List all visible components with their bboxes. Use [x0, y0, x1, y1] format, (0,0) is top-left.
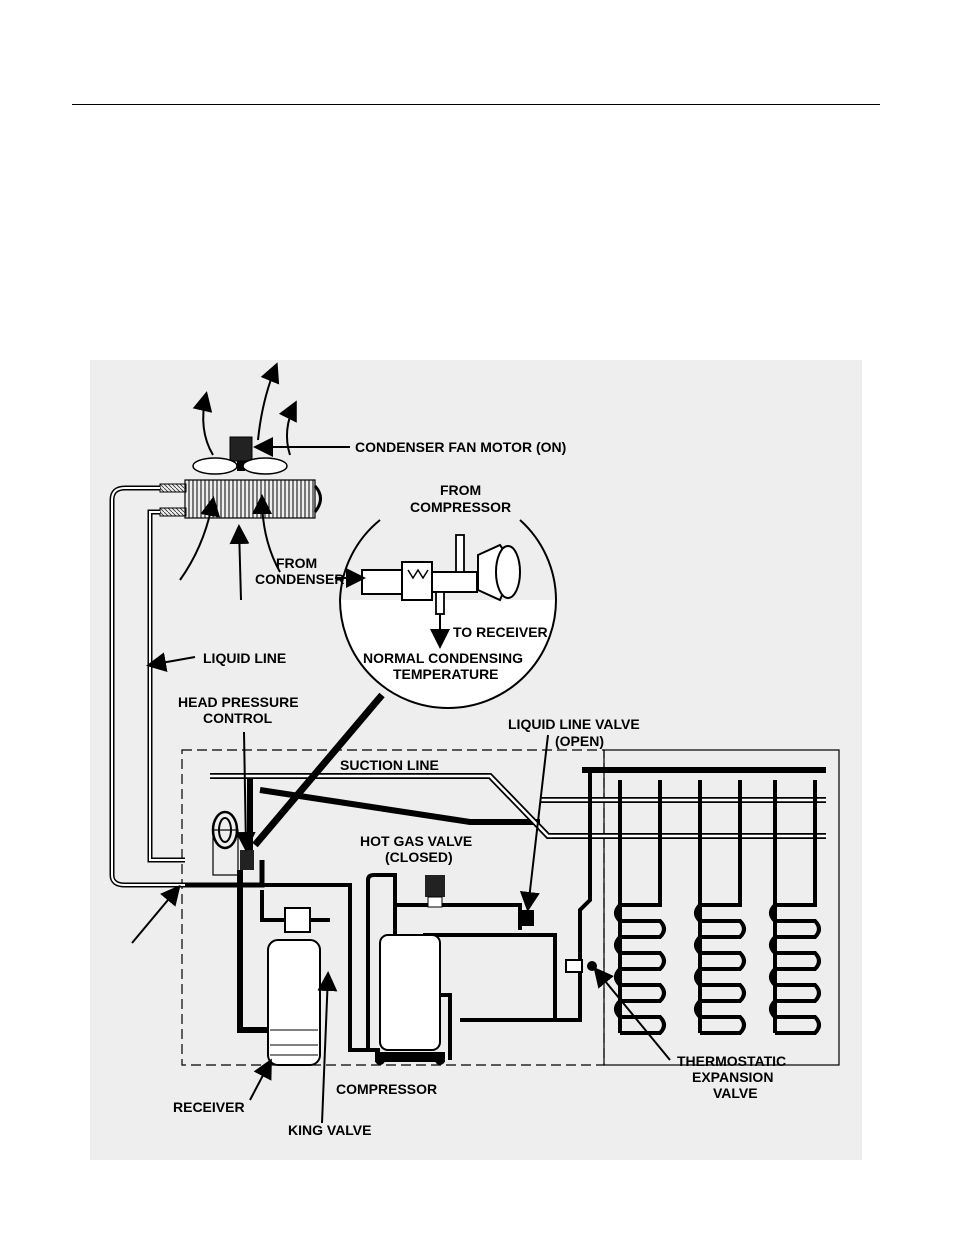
label-from-compressor-2: COMPRESSOR	[410, 499, 511, 515]
evaporator-coils	[614, 780, 821, 1035]
label-normal-condensing-1: NORMAL CONDENSING	[363, 650, 523, 666]
label-head-pressure-1: HEAD PRESSURE	[178, 694, 299, 710]
label-to-receiver: TO RECEIVER	[453, 624, 548, 640]
label-receiver: RECEIVER	[173, 1099, 245, 1115]
label-liquid-line: LIQUID LINE	[203, 650, 286, 666]
label-hot-gas-valve-2: (CLOSED)	[385, 849, 453, 865]
label-normal-condensing-2: TEMPERATURE	[393, 666, 499, 682]
label-from-condenser-1: FROM	[276, 555, 317, 571]
receiver-tank	[267, 939, 321, 1066]
hot-gas-valve-body	[425, 875, 445, 908]
detail-pointer-line	[252, 692, 385, 848]
label-head-pressure-2: CONTROL	[203, 710, 273, 726]
label-hot-gas-valve-1: HOT GAS VALVE	[360, 833, 472, 849]
label-compressor: COMPRESSOR	[336, 1081, 437, 1097]
expansion-valve-body	[565, 959, 597, 973]
suction-lines-inner	[210, 774, 826, 838]
leader-lines	[131, 437, 671, 1124]
refrigerant-lines-inner	[111, 487, 185, 886]
cooler-enclosure	[603, 749, 840, 1066]
label-condenser-fan-motor: CONDENSER FAN MOTOR (ON)	[355, 439, 566, 455]
label-thermostatic-1: THERMOSTATIC	[677, 1053, 786, 1069]
label-thermostatic-3: VALVE	[713, 1085, 758, 1101]
label-king-valve: KING VALVE	[288, 1122, 372, 1138]
drier	[284, 907, 311, 933]
fan-motor-icon	[192, 436, 288, 475]
compressor-unit	[375, 934, 445, 1065]
label-liquid-line-valve-1: LIQUID LINE VALVE	[508, 716, 640, 732]
header-rule	[72, 104, 880, 105]
airflow-arrows	[179, 362, 297, 601]
label-liquid-line-valve-2: (OPEN)	[555, 733, 604, 749]
label-from-condenser-2: CONDENSER	[255, 571, 344, 587]
head-pressure-control-detail	[339, 519, 557, 709]
head-pressure-control-body	[211, 810, 254, 876]
liquid-line-valve-body	[520, 910, 534, 926]
label-thermostatic-2: EXPANSION	[692, 1069, 773, 1085]
label-suction-line: SUCTION LINE	[340, 757, 439, 773]
label-from-compressor-1: FROM	[440, 482, 481, 498]
